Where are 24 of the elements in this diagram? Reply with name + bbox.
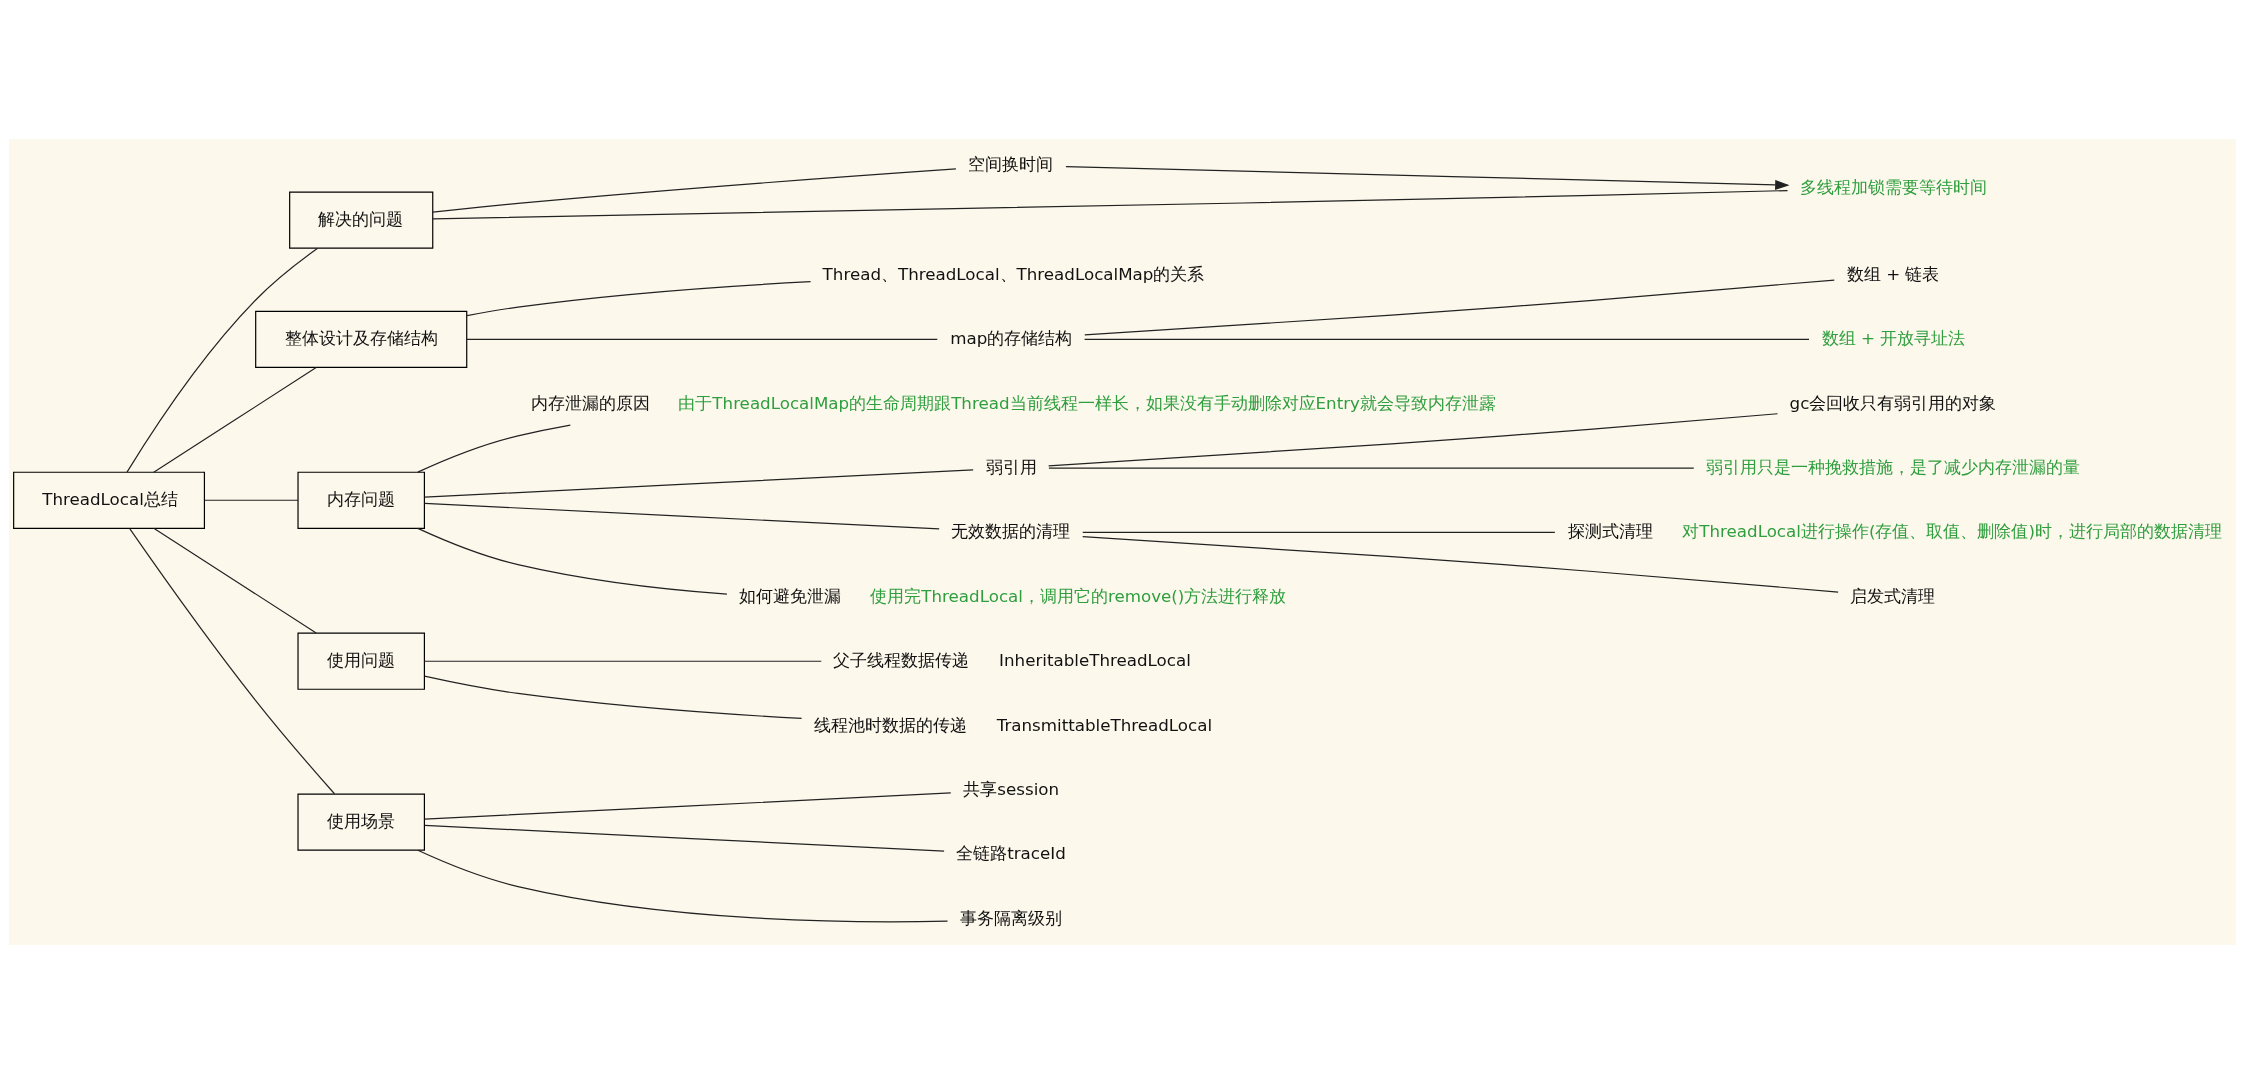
- node-text: 弱引用只是一种挽救措施，是了减少内存泄漏的量: [1706, 458, 2081, 478]
- node-text: 探测式清理: [1567, 522, 1653, 542]
- node-text: 弱引用: [985, 458, 1037, 478]
- node-text: gc会回收只有弱引用的对象: [1789, 393, 1997, 413]
- node-label: 对ThreadLocal进行操作(存值、取值、删除值)时，进行局部的数据清理: [1682, 522, 2222, 542]
- node-text: 多线程加锁需要等待时间: [1800, 177, 1988, 197]
- node-text: 内存泄漏的原因: [530, 393, 650, 413]
- node-text: 共享session: [963, 780, 1060, 800]
- node-text: 数组 + 开放寻址法: [1821, 329, 1966, 349]
- node-label: 使用完ThreadLocal，调用它的remove()方法进行释放: [870, 586, 1287, 606]
- node-text: 数组 + 链表: [1846, 264, 1940, 284]
- node-text: 空间换时间: [968, 155, 1054, 175]
- node-label: InheritableThreadLocal: [999, 651, 1191, 671]
- node-text: 父子线程数据传递: [833, 651, 970, 671]
- node-text: 启发式清理: [1850, 586, 1936, 606]
- node-text: 事务隔离级别: [959, 908, 1062, 928]
- node-text: 无效数据的清理: [951, 522, 1071, 542]
- node-text: map的存储结构: [950, 329, 1073, 349]
- node-text: Thread、ThreadLocal、ThreadLocalMap的关系: [822, 264, 1205, 284]
- node-text: 全链路traceId: [956, 844, 1066, 864]
- node-label: TransmittableThreadLocal: [996, 715, 1213, 735]
- node-label: 由于ThreadLocalMap的生命周期跟Thread当前线程一样长，如果没有手动删除对应Entry就会导致内存泄露: [678, 393, 1496, 413]
- node-text: 线程池时数据的传递: [814, 715, 968, 735]
- node-text: 如何避免泄漏: [739, 586, 842, 606]
